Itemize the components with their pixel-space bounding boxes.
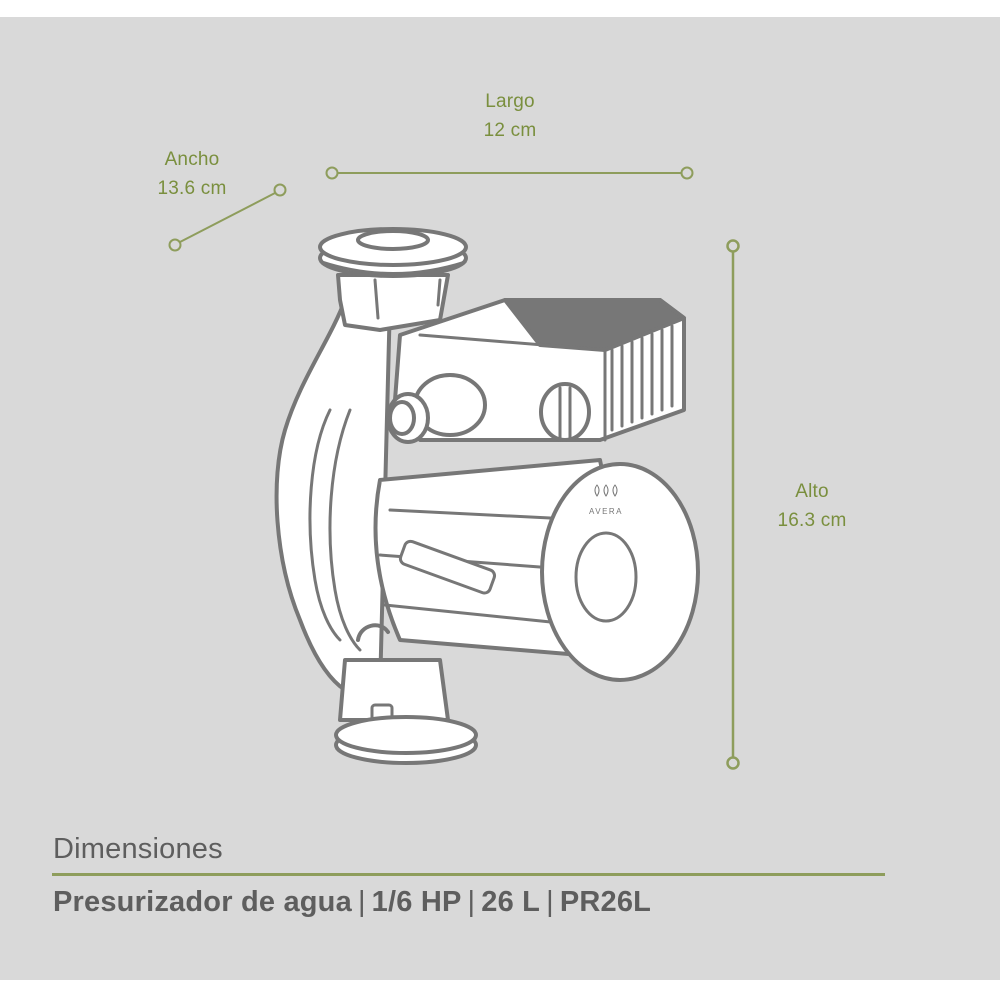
- spec-model: PR26L: [559, 886, 652, 918]
- ancho-dimension-line: [168, 183, 287, 252]
- largo-dimension-line: [325, 166, 694, 180]
- dimension-ancho-label: Ancho 13.6 cm: [132, 145, 252, 203]
- alto-value: 16.3 cm: [777, 510, 847, 531]
- spec-separator: |: [357, 886, 366, 918]
- spec-product-type: Presurizador de agua: [53, 886, 352, 918]
- largo-value: 12 cm: [483, 120, 537, 141]
- spec-power: 1/6 HP: [371, 886, 462, 918]
- alto-label: Alto: [795, 481, 829, 502]
- pump-icon: [274, 227, 700, 765]
- alto-dimension-line: [726, 239, 740, 770]
- title-divider: [52, 873, 885, 876]
- dimension-largo-label: Largo 12 cm: [445, 87, 575, 145]
- dimension-alto-label: Alto 16.3 cm: [752, 477, 872, 535]
- spec-separator: |: [546, 886, 554, 918]
- brand-text: AVERA: [589, 507, 623, 516]
- brand-logo-icon: [594, 484, 618, 497]
- spec-capacity: 26 L: [481, 886, 541, 918]
- ancho-label: Ancho: [164, 149, 220, 170]
- ancho-value: 13.6 cm: [157, 178, 227, 199]
- product-spec-line: Presurizador de agua|1/6 HP|26 L|PR26L: [53, 886, 651, 919]
- section-title: Dimensiones: [53, 833, 223, 865]
- largo-label: Largo: [485, 91, 535, 112]
- spec-separator: |: [467, 886, 476, 918]
